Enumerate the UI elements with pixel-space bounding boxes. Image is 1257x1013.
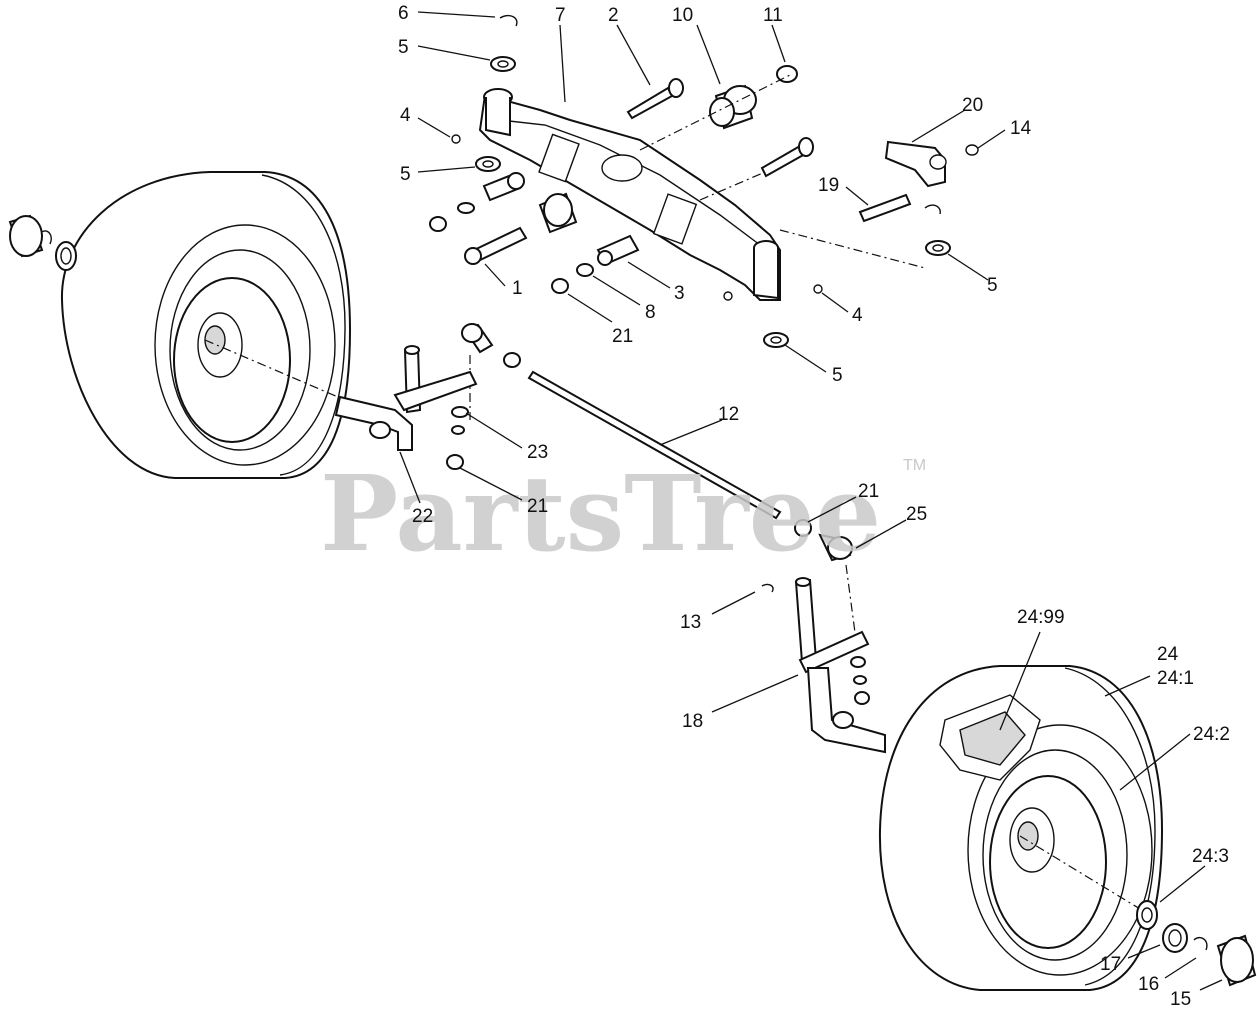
callout-24-1: 24:1	[1157, 668, 1194, 689]
callout-20: 20	[962, 95, 983, 116]
long-pivot-bolt	[699, 137, 814, 201]
callout-7: 7	[555, 5, 566, 26]
callout-24-99: 24:99	[1017, 607, 1065, 628]
right-spindle	[761, 577, 886, 754]
callout-18: 18	[682, 711, 703, 732]
callout-16: 16	[1138, 974, 1159, 995]
callout-labels: 6 5 7 2 10 11 4 5 20 14 19 5 1 3 8 21 4 …	[398, 3, 1230, 1010]
callout-12: 12	[718, 404, 739, 425]
callout-5: 5	[398, 37, 409, 58]
callout-19: 19	[818, 175, 839, 196]
left-wheel	[60, 171, 352, 479]
callout-24: 24	[1157, 644, 1179, 665]
callout-10: 10	[672, 5, 693, 26]
callout-13: 13	[680, 612, 701, 633]
top-pivot-hardware	[475, 14, 518, 172]
watermark-text: PartsTree	[320, 452, 881, 575]
left-hub-cap-parts	[8, 214, 77, 271]
steering-arm	[779, 140, 979, 269]
callout-22: 22	[412, 506, 433, 527]
leader-lines	[399, 11, 1223, 991]
callout-1: 1	[512, 278, 523, 299]
callout-2: 2	[608, 5, 619, 26]
callout-5: 5	[987, 275, 998, 296]
callout-21: 21	[858, 481, 879, 502]
callout-4: 4	[400, 105, 411, 126]
axle-lower-hardware	[429, 134, 823, 348]
callout-25: 25	[906, 504, 927, 525]
callout-3: 3	[674, 283, 685, 304]
right-hub-cap-parts	[1136, 900, 1257, 987]
callout-11: 11	[763, 5, 783, 26]
callout-4: 4	[852, 305, 863, 326]
callout-24-2: 24:2	[1193, 724, 1230, 745]
tie-rod	[461, 323, 857, 641]
upper-bolt-and-bushing	[626, 65, 798, 151]
callout-6: 6	[398, 3, 409, 24]
callout-23: 23	[527, 442, 548, 463]
callout-24-3: 24:3	[1192, 846, 1229, 867]
callout-5: 5	[400, 164, 411, 185]
callout-8: 8	[645, 302, 656, 323]
callout-21: 21	[612, 326, 633, 347]
callout-17: 17	[1100, 954, 1121, 975]
watermark-trademark: TM	[903, 457, 926, 474]
front-axle-beam	[478, 88, 781, 301]
callout-15: 15	[1170, 989, 1191, 1010]
right-wheel	[878, 665, 1164, 991]
callout-21: 21	[527, 496, 548, 517]
callout-5: 5	[832, 365, 843, 386]
callout-14: 14	[1010, 118, 1032, 139]
left-spindle	[334, 345, 478, 470]
